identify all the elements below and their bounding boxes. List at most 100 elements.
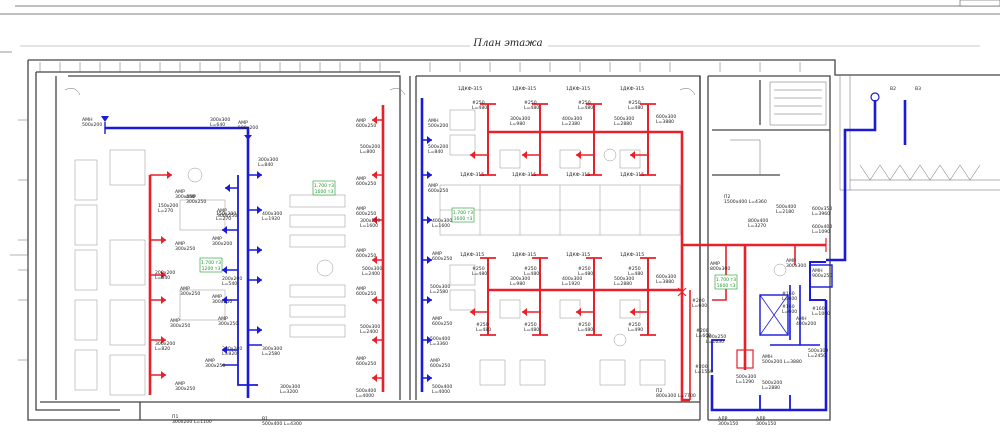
drawing-title: План этажа xyxy=(472,38,542,49)
duct-label: 1ДКФ-315 xyxy=(512,86,536,92)
svg-text:1.700 т3: 1.700 т3 xyxy=(716,277,736,283)
svg-text:1600 т3: 1600 т3 xyxy=(454,216,473,222)
duct-label: В2 xyxy=(890,86,896,92)
duct-label: 1ДКФ-315 xyxy=(620,86,644,92)
svg-text:1600 т3: 1600 т3 xyxy=(717,283,736,289)
duct-label: 1ДКФ-315 xyxy=(512,252,536,258)
duct-label: 1ДКФ-315 xyxy=(460,172,484,178)
duct-label: В3 xyxy=(915,86,921,92)
exhaust-ductwork xyxy=(101,92,907,412)
duct-label: 1ДКФ-315 xyxy=(566,172,590,178)
building-walls xyxy=(10,59,1000,421)
svg-text:1.700 т3: 1.700 т3 xyxy=(453,210,473,216)
duct-label: 1ДКФ-315 xyxy=(460,252,484,258)
duct-label: 1ДКФ-315 xyxy=(458,86,482,92)
svg-text:1.700 т3: 1.700 т3 xyxy=(314,183,334,189)
duct-label: 1ДКФ-315 xyxy=(620,172,644,178)
zone-tags: 1.700 т3 1600 т3 1.700 т3 1600 т3 1.700 … xyxy=(199,180,738,290)
furniture-right-wing xyxy=(439,109,787,386)
svg-text:1600 т3: 1600 т3 xyxy=(315,189,334,195)
svg-text:1200 т3: 1200 т3 xyxy=(202,266,221,272)
zone-tag: 1.700 т3 1600 т3 xyxy=(312,180,336,196)
duct-label: 1ДКФ-315 xyxy=(566,86,590,92)
zone-tag: 1.700 т3 1600 т3 xyxy=(714,274,738,290)
title-background xyxy=(470,36,548,50)
zone-tag: 1.700 т3 1200 т3 xyxy=(199,257,223,273)
furniture-left-wing xyxy=(74,149,346,396)
zone-tag: 1.700 т3 1600 т3 xyxy=(451,207,475,223)
svg-text:1.700 т3: 1.700 т3 xyxy=(201,260,221,266)
supply-ductwork xyxy=(148,103,827,402)
frame-corner xyxy=(959,0,1000,7)
duct-label: 1ДКФ-315 xyxy=(620,252,644,258)
